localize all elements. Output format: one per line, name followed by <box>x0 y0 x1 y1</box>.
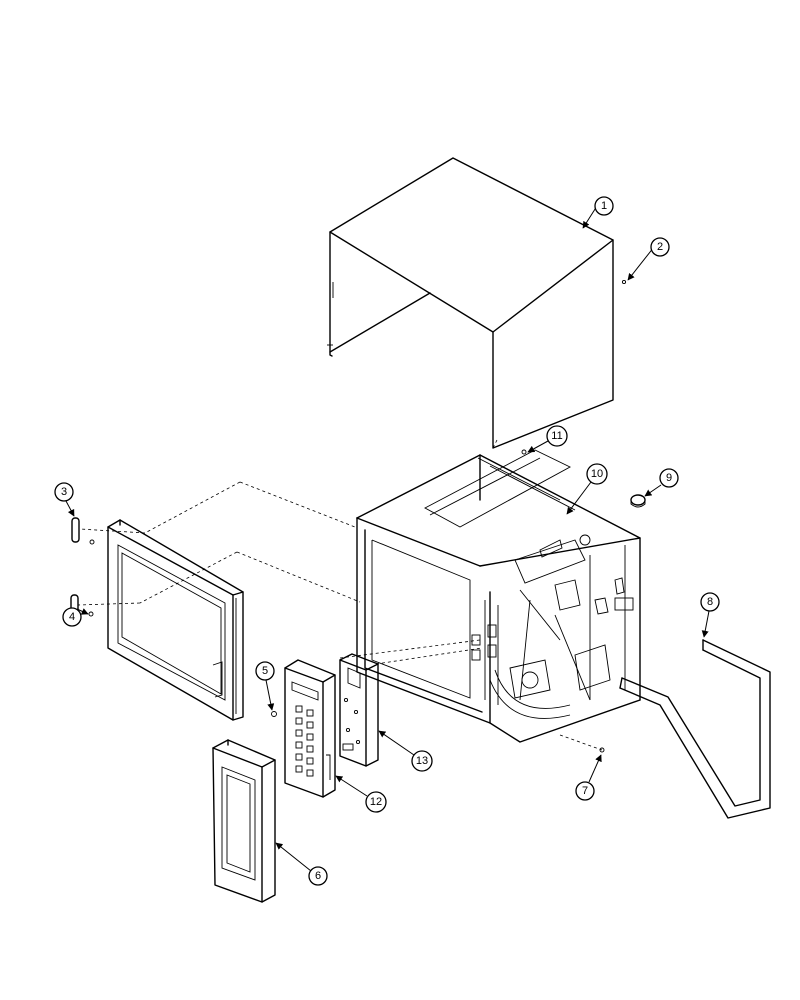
svg-text:1: 1 <box>601 200 607 212</box>
svg-text:8: 8 <box>707 596 713 608</box>
svg-text:7: 7 <box>582 785 588 797</box>
svg-text:3: 3 <box>61 486 67 498</box>
callout-5: 5 <box>255 661 275 711</box>
svg-text:4: 4 <box>69 611 75 623</box>
oven-chassis <box>356 449 641 743</box>
callout-8: 8 <box>700 592 720 638</box>
door-assembly <box>107 519 244 721</box>
callout-1: 1 <box>582 196 614 229</box>
callout-9: 9 <box>644 468 679 497</box>
svg-text:9: 9 <box>666 472 672 484</box>
keypad-buttons <box>295 705 314 777</box>
cabinet-wrapper-part <box>327 157 614 449</box>
alignment-lines <box>77 439 603 751</box>
gasket-part-8 <box>619 639 771 819</box>
fasteners <box>88 279 627 753</box>
callout-2: 2 <box>627 237 670 281</box>
svg-text:2: 2 <box>657 241 663 253</box>
callout-3: 3 <box>54 482 75 517</box>
knob-part-9 <box>630 494 646 508</box>
callout-13: 13 <box>378 730 433 772</box>
door-frame-part-6 <box>212 739 276 903</box>
svg-text:10: 10 <box>591 468 603 480</box>
svg-text:12: 12 <box>370 796 382 808</box>
callout-11: 11 <box>527 425 568 453</box>
callout-6: 6 <box>275 842 328 886</box>
svg-text:11: 11 <box>551 430 562 442</box>
svg-text:13: 13 <box>416 755 428 767</box>
callout-7: 7 <box>575 754 602 801</box>
control-panel-part-12 <box>284 659 336 798</box>
svg-text:5: 5 <box>262 665 268 677</box>
hinge-pin-part-3 <box>71 517 80 543</box>
svg-text:6: 6 <box>315 870 321 882</box>
callout-4: 4 <box>62 607 89 627</box>
callout-12: 12 <box>335 775 387 813</box>
callout-10: 10 <box>566 463 608 515</box>
control-board-part-13 <box>339 653 379 767</box>
